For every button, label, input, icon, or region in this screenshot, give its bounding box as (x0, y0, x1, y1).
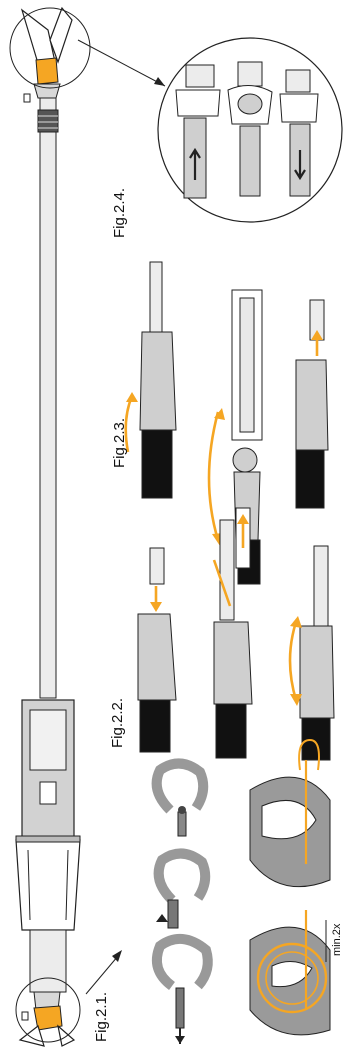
fig-2-2-step-2 (214, 508, 252, 758)
pointer-arrowhead-top (154, 77, 165, 86)
wide-strap (30, 930, 66, 992)
fig-2-1-label: Fig.2.1. (93, 992, 110, 1042)
shackle-2 (156, 853, 205, 928)
fig-2-3-step-1 (126, 262, 176, 498)
ratchet-mechanism (16, 700, 80, 930)
pointer-line-bottom (86, 956, 118, 994)
fig-2-1-group: min.2x Fig.2.1. (86, 740, 343, 1044)
fig-2-2-group: Fig.2.2. (109, 508, 334, 760)
fig-2-4-group: Fig.2.4. (78, 38, 342, 238)
fig-2-3-label: Fig.2.3. (111, 418, 128, 468)
shackle-1 (157, 763, 204, 836)
strap-shackle-detail-1 (250, 740, 330, 887)
narrow-strap (40, 98, 56, 698)
min-wraps-label: min.2x (331, 923, 343, 956)
fig-2-2-step-1 (138, 548, 176, 752)
pointer-line-top (78, 40, 165, 86)
fig-2-3-step-3 (296, 300, 328, 508)
fig-2-4-label: Fig.2.4. (111, 188, 128, 238)
strap-buckle (38, 110, 58, 132)
fig-2-2-step-3 (290, 546, 334, 760)
fig-2-2-label: Fig.2.2. (109, 698, 126, 748)
shackle-3 (157, 939, 208, 1044)
pointer-arrowhead-bottom (112, 950, 122, 962)
strap-shackle-detail-2 (250, 910, 330, 1035)
main-strap (10, 8, 90, 1046)
bottom-hook (20, 992, 74, 1046)
